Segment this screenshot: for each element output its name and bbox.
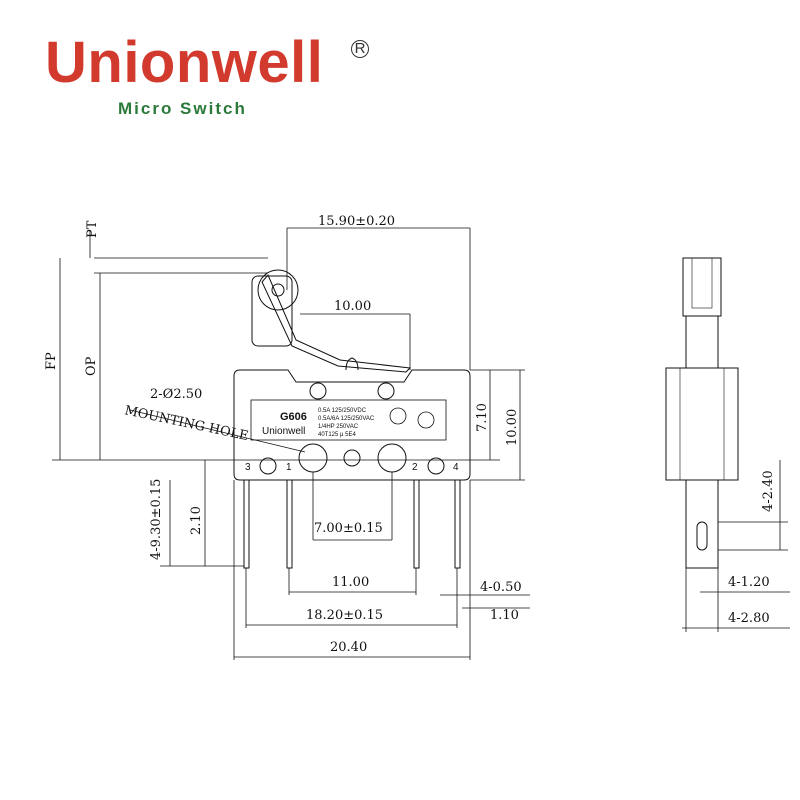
label-op: OP — [84, 356, 99, 376]
pin-hole-3 — [259, 457, 277, 475]
top-hole-right — [377, 382, 395, 400]
plunger — [345, 357, 359, 371]
brand-logo: Unionwell — [45, 30, 324, 95]
dim-lever: 10.00 — [334, 299, 371, 314]
mount-hole-count: 2-Ø2.50 — [150, 387, 202, 402]
mounting-hole-right — [377, 443, 407, 473]
cert-mark-1-icon — [389, 407, 407, 425]
body-rating-4: 40T125 μ 5E4 — [318, 432, 356, 438]
pin-1 — [286, 479, 293, 569]
body-model: G606 — [280, 411, 307, 423]
roller-bracket — [251, 275, 293, 347]
body-maker: Unionwell — [262, 426, 305, 437]
cert-mark-2-icon — [417, 411, 435, 429]
pin-label-1: 1 — [286, 462, 292, 473]
dim-pin-length: 4-9.30±0.15 — [149, 479, 164, 560]
pin-2 — [413, 479, 420, 569]
registered-mark: R — [351, 40, 369, 58]
lever — [261, 274, 412, 373]
pin-label-4: 4 — [453, 462, 459, 473]
dim-hole-spacing: 7.00±0.15 — [314, 521, 383, 536]
dim-height-b: 10.00 — [505, 409, 520, 446]
roller — [257, 269, 299, 311]
top-hole-left — [309, 382, 327, 400]
side-body — [665, 367, 739, 481]
brand-tagline: Micro Switch — [118, 99, 247, 118]
dim-overall: 20.40 — [330, 640, 367, 655]
dim-side-c: 4-2.80 — [728, 611, 770, 626]
label-fp: FP — [44, 352, 59, 370]
pin-4 — [454, 479, 461, 569]
side-view — [665, 257, 739, 569]
body-rating-1: 0.5A 125/250VDC — [318, 408, 367, 414]
dim-edge: 1.10 — [490, 608, 519, 623]
side-pin — [685, 479, 719, 569]
dim-width-top: 15.90±0.20 — [318, 214, 395, 229]
pin-label-2: 2 — [412, 462, 418, 473]
pin-hole-4 — [427, 457, 445, 475]
dim-hole-offset: 2.10 — [189, 506, 204, 535]
side-dimension-lines — [682, 460, 790, 632]
pin-3 — [243, 479, 250, 569]
switch-body — [233, 369, 471, 481]
dim-height-a: 7.10 — [475, 403, 490, 432]
dim-pin-outer: 18.20±0.15 — [306, 608, 383, 623]
dimension-lines — [52, 227, 530, 660]
mounting-hole-left — [298, 443, 328, 473]
label-pt: PT — [85, 220, 100, 238]
body-rating-3: 1/4HP 250VAC — [318, 424, 359, 430]
dim-side-a: 4-2.40 — [761, 470, 776, 512]
dim-pin-thick: 4-0.50 — [480, 580, 522, 595]
side-plunger-cap — [682, 257, 722, 317]
label-plate — [250, 399, 447, 441]
side-pin-slot — [696, 521, 708, 551]
center-hole — [343, 449, 361, 467]
body-rating-2: 0.5A/6A 125/250VAC — [318, 416, 375, 422]
roller-axle — [271, 283, 285, 297]
dim-side-b: 4-1.20 — [728, 575, 770, 590]
mount-hole-label: MOUNTING HOLE — [123, 403, 249, 444]
dim-pin-inner: 11.00 — [332, 575, 369, 590]
pin-label-3: 3 — [245, 462, 251, 473]
